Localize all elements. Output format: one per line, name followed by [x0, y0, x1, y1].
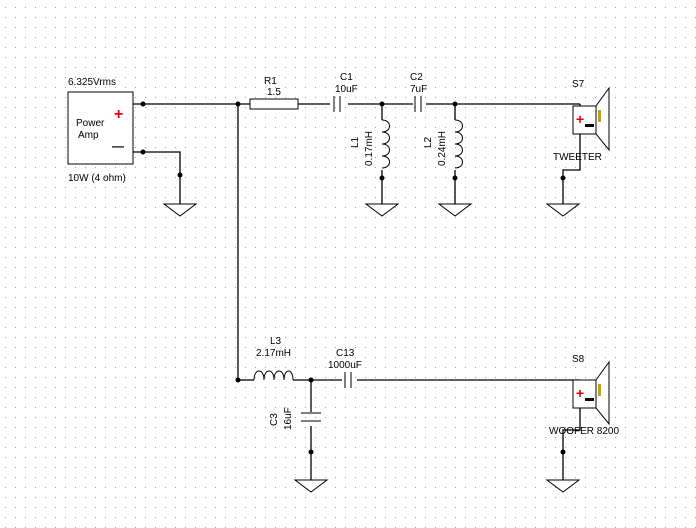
- l3-ref: L3: [270, 336, 282, 347]
- woofer-name: WOOFER 8200: [549, 426, 619, 437]
- capacitor-c1[interactable]: C1 10uF: [333, 72, 358, 112]
- ground-icon: [545, 203, 581, 217]
- c2-value: 7uF: [410, 84, 427, 95]
- wire-tweeter-return: [562, 131, 581, 204]
- inductor-icon: [454, 119, 463, 169]
- woofer-plus-icon: +: [576, 385, 584, 401]
- c2-ref: C2: [410, 72, 423, 83]
- junction-dot: [235, 101, 241, 107]
- speaker-woofer[interactable]: S8 + WOOFER 8200: [549, 354, 619, 437]
- inductor-l3[interactable]: L3 2.17mH: [253, 336, 294, 381]
- ground-icon: [293, 479, 329, 493]
- r1-ref: R1: [264, 76, 277, 87]
- c1-value: 10uF: [335, 84, 358, 95]
- junction-dot: [235, 377, 241, 383]
- junctions: [140, 101, 566, 455]
- inductor-l2[interactable]: L2 0.24mH: [423, 119, 463, 169]
- source-name-line2: Amp: [78, 130, 99, 141]
- ground-icon: [162, 203, 198, 217]
- junction-dot: [140, 101, 146, 107]
- tweeter-voice-coil-icon: [598, 110, 601, 122]
- negative-terminal-icon: —: [112, 139, 124, 153]
- c3-ref: C3: [269, 413, 280, 426]
- woofer-ref: S8: [572, 354, 585, 365]
- l2-value: 0.24mH: [437, 131, 448, 166]
- ground-icon: [545, 479, 581, 493]
- inductor-l1[interactable]: L1 0.17mH: [350, 119, 390, 169]
- woofer-minus-icon: [585, 398, 594, 401]
- wire-woofer-return: [562, 405, 581, 480]
- junction-dot: [379, 175, 385, 181]
- speaker-tweeter[interactable]: S7 + TWEETER: [553, 79, 610, 163]
- tweeter-plus-icon: +: [576, 111, 584, 127]
- junction-dot: [560, 175, 566, 181]
- resistor-r1[interactable]: R1 1.5: [249, 76, 299, 110]
- c3-value: 16uF: [283, 407, 294, 430]
- resistor-icon: [249, 98, 299, 110]
- capacitor-c13[interactable]: C13 1000uF: [328, 348, 362, 388]
- power-amp-source[interactable]: 6.325Vrms Power Amp + — 10W (4 ohm): [67, 77, 134, 184]
- inductor-icon: [381, 119, 390, 169]
- l1-ref: L1: [350, 136, 361, 148]
- junction-dot: [379, 101, 385, 107]
- tweeter-minus-icon: [585, 124, 594, 127]
- capacitor-c2[interactable]: C2 7uF: [410, 72, 427, 112]
- ground-icon: [364, 203, 400, 217]
- c1-ref: C1: [340, 72, 353, 83]
- speaker-cone-icon: [595, 86, 610, 152]
- source-voltage-label: 6.325Vrms: [68, 77, 116, 88]
- tweeter-name: TWEETER: [553, 152, 602, 163]
- junction-dot: [140, 149, 146, 155]
- wires: [133, 103, 581, 480]
- junction-dot: [560, 449, 566, 455]
- wire-amp-negative: [133, 151, 181, 204]
- grounds: [162, 203, 581, 493]
- source-rating-label: 10W (4 ohm): [68, 173, 126, 184]
- ground-icon: [437, 203, 473, 217]
- power-amp-box: [67, 91, 134, 165]
- inductor-icon: [253, 370, 294, 381]
- speaker-cone-icon: [595, 360, 610, 426]
- c13-value: 1000uF: [328, 360, 362, 371]
- junction-dot: [452, 175, 458, 181]
- junction-dot: [452, 101, 458, 107]
- tweeter-ref: S7: [572, 79, 585, 90]
- source-name-line1: Power: [76, 118, 105, 129]
- junction-dot: [177, 172, 183, 178]
- woofer-voice-coil-icon: [598, 384, 601, 396]
- l3-value: 2.17mH: [256, 348, 291, 359]
- l2-ref: L2: [423, 136, 434, 148]
- c13-ref: C13: [336, 348, 355, 359]
- junction-dot: [308, 449, 314, 455]
- junction-dot: [308, 377, 314, 383]
- positive-terminal-icon: +: [114, 106, 123, 123]
- l1-value: 0.17mH: [364, 131, 375, 166]
- capacitor-c3[interactable]: C3 16uF: [269, 407, 321, 430]
- r1-value: 1.5: [267, 87, 281, 98]
